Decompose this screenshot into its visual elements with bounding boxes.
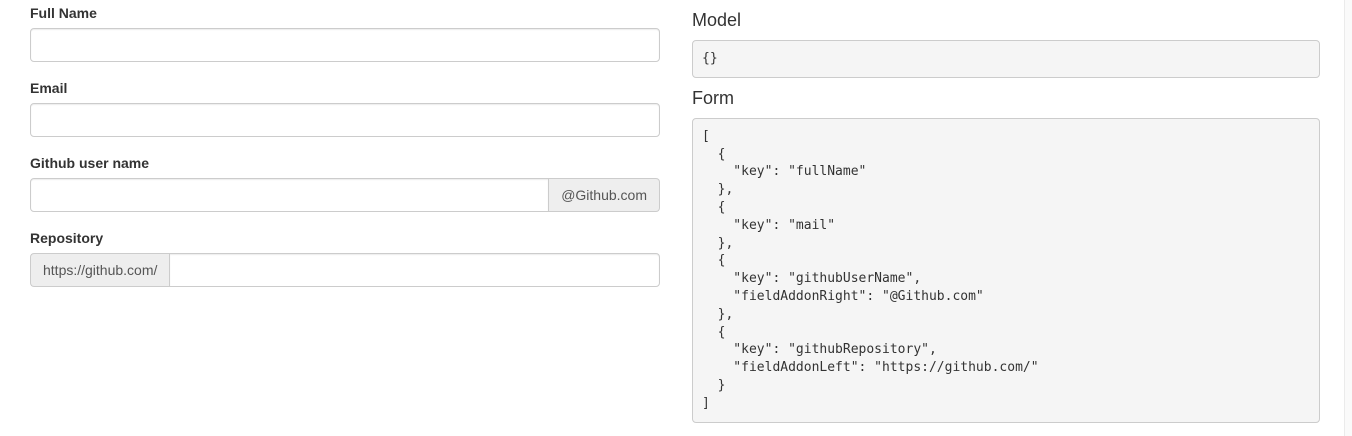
form-code-block: [ { "key": "fullName" }, { "key": "mail"… bbox=[692, 117, 1320, 423]
github-user-name-addon-right: @Github.com bbox=[549, 178, 660, 212]
github-user-name-label: Github user name bbox=[30, 155, 150, 171]
repository-input-group: https://github.com/ bbox=[30, 253, 660, 287]
full-name-label: Full Name bbox=[30, 5, 97, 21]
form-heading: Form bbox=[692, 87, 734, 108]
field-group-email: Email bbox=[30, 78, 660, 137]
form-preview-column: Full Name Email Github user name @Github… bbox=[30, 0, 660, 303]
field-group-full-name: Full Name bbox=[30, 3, 660, 62]
model-heading: Model bbox=[692, 10, 742, 30]
github-user-name-input[interactable] bbox=[30, 178, 550, 212]
field-group-repository: Repository https://github.com/ bbox=[30, 228, 660, 287]
vertical-scrollbar[interactable] bbox=[1344, 0, 1352, 436]
repository-addon-left: https://github.com/ bbox=[30, 253, 170, 287]
full-name-input[interactable] bbox=[30, 28, 660, 62]
inspector-column: Model {} Form [ { "key": "fullName" }, {… bbox=[692, 0, 1320, 433]
github-user-name-input-group: @Github.com bbox=[30, 178, 660, 212]
field-group-github-user-name: Github user name @Github.com bbox=[30, 153, 660, 212]
repository-label: Repository bbox=[30, 230, 104, 246]
model-code-block: {} bbox=[692, 40, 1320, 78]
repository-input[interactable] bbox=[169, 253, 660, 287]
email-input[interactable] bbox=[30, 103, 660, 137]
email-label: Email bbox=[30, 80, 68, 96]
